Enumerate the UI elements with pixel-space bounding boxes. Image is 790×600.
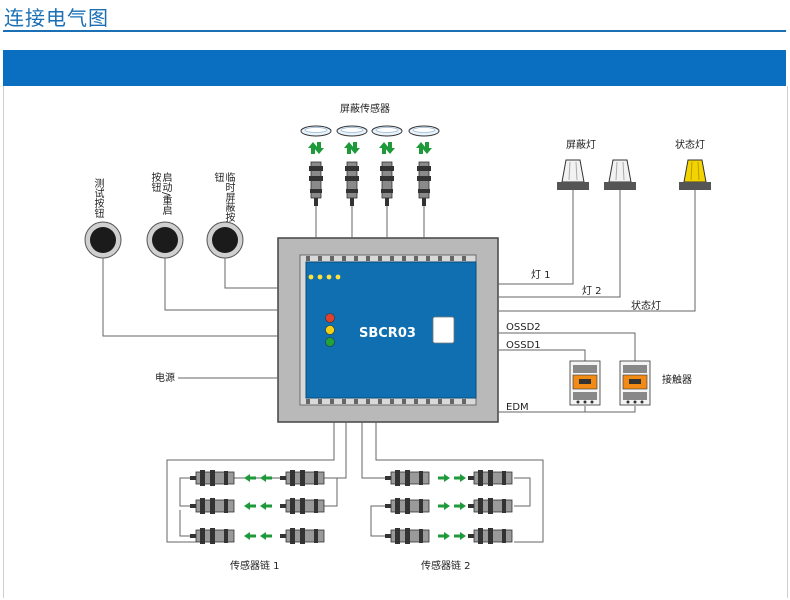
controller-display: [432, 316, 455, 344]
temporary-shield-button: [206, 221, 244, 259]
output-wires: [498, 332, 636, 413]
shield-sensor-wires: [315, 206, 425, 238]
lamp-wires: [498, 190, 696, 312]
yellow-led: [325, 325, 335, 335]
page-title: 连接电气图: [4, 6, 109, 30]
test-button: [84, 221, 122, 259]
shield-sensors-label: 屏蔽传感器: [340, 102, 390, 115]
shield-sensor-3: [371, 125, 403, 207]
sensor-chain-2: [384, 469, 513, 545]
power-label: 电源: [155, 371, 175, 384]
start-restart-button: [146, 221, 184, 259]
title-divider: [3, 30, 786, 32]
green-led: [325, 337, 335, 347]
controller-indicator-dots: [308, 274, 341, 280]
status-lamp: [679, 159, 711, 190]
start-restart-button-label: 启动/重启按钮: [149, 172, 171, 216]
ossd2-label: OSSD2: [506, 322, 541, 333]
contactor-label: 接触器: [662, 373, 692, 386]
button-wires: [102, 258, 278, 379]
chain2-label: 传感器链 2: [421, 559, 471, 572]
shield-sensor-1: [300, 125, 332, 207]
contactor-1: [569, 360, 601, 406]
sensor-chain-1: [189, 469, 325, 545]
header-banner: [3, 50, 786, 86]
red-led: [325, 313, 335, 323]
shield-lamp-2: [604, 159, 636, 190]
status-light-label: 状态灯: [675, 138, 705, 151]
lamp1-label: 灯 1: [531, 269, 551, 281]
edm-label: EDM: [506, 402, 529, 413]
shield-lamp-1: [557, 159, 589, 190]
test-button-label: 测试按钮: [92, 178, 103, 218]
chain1-label: 传感器链 1: [230, 559, 280, 572]
shield-sensor-2: [336, 125, 368, 207]
shield-sensor-4: [408, 125, 440, 207]
lamp2-label: 灯 2: [582, 285, 602, 297]
contactor-2: [619, 360, 651, 406]
ossd1-label: OSSD1: [506, 340, 541, 351]
shield-light-label: 屏蔽灯: [566, 139, 596, 151]
controller-label: SBCR03: [359, 326, 416, 341]
temporary-shield-button-label: 临时屏蔽按钮: [212, 172, 234, 222]
status-lamp-wire-label: 状态灯: [631, 299, 661, 312]
